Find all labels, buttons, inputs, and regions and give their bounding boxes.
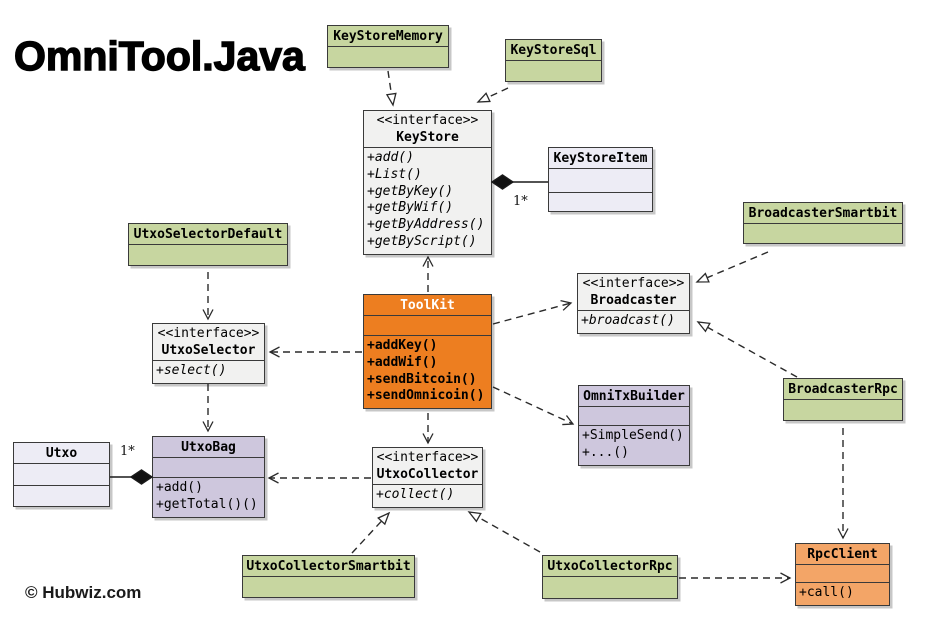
composition-diamond-icon	[129, 469, 154, 485]
class-box-broadcastersmartbit: BroadcasterSmartbit	[743, 202, 903, 244]
class-box-keystoreitem: KeyStoreItem	[548, 147, 653, 212]
class-name: UtxoCollectorSmartbit	[246, 559, 411, 574]
method-label: +broadcast()	[581, 313, 675, 328]
class-header: <<interface>> UtxoSelector	[153, 324, 264, 360]
methods-compartment: +collect()	[373, 484, 482, 507]
methods-compartment: +add() +List() +getByKey() +getByWif() +…	[364, 147, 491, 254]
method-label: +add()	[156, 480, 203, 495]
method-label: +getByKey()	[367, 183, 454, 199]
class-box-rpcclient: RpcClient +call()	[795, 543, 890, 606]
methods-compartment	[14, 485, 109, 506]
attributes-compartment	[129, 244, 287, 265]
class-name: OmniTxBuilder	[583, 389, 685, 404]
attributes-compartment	[328, 46, 448, 67]
class-name: KeyStore	[396, 130, 459, 145]
method-label: +List()	[367, 166, 422, 182]
class-box-utxobag: UtxoBag +add() +getTotal()()	[152, 436, 265, 518]
class-name: KeyStoreMemory	[333, 29, 443, 44]
attributes-compartment	[153, 457, 264, 477]
class-box-keystorememory: KeyStoreMemory	[327, 25, 449, 68]
method-label: +getTotal()()	[156, 496, 258, 512]
method-label: +select()	[156, 363, 227, 378]
method-label: +getByScript()	[367, 233, 477, 249]
class-box-utxocollectorsmartbit: UtxoCollectorSmartbit	[242, 555, 415, 598]
dependency-toolkit-broadcaster	[492, 300, 573, 325]
copyright-text: © Hubwiz.com	[25, 583, 142, 602]
class-header: <<interface>> UtxoCollector	[373, 448, 482, 484]
class-box-toolkit: ToolKit +addKey() +addWif() +sendBitcoin…	[363, 294, 492, 410]
class-name: BroadcasterRpc	[788, 382, 898, 397]
methods-compartment: +broadcast()	[578, 310, 689, 333]
class-name: RpcClient	[807, 547, 878, 562]
realization-utxocollectorsmartbit-utxocollector	[351, 511, 391, 554]
class-name: UtxoSelector	[161, 343, 256, 358]
class-name: Broadcaster	[590, 293, 677, 308]
stereotype-label: <<interface>>	[157, 326, 260, 341]
stereotype-label: <<interface>>	[582, 276, 685, 291]
composition-diamond-icon	[490, 174, 515, 190]
class-name: UtxoBag	[181, 440, 236, 455]
attributes-compartment	[543, 576, 677, 598]
class-box-broadcasterrpc: BroadcasterRpc	[783, 378, 903, 421]
methods-compartment	[549, 192, 652, 211]
method-label: +...()	[582, 444, 629, 460]
methods-compartment: +select()	[153, 360, 264, 383]
methods-compartment: +add() +getTotal()()	[153, 477, 264, 517]
class-name: UtxoCollector	[376, 467, 479, 482]
attributes-compartment	[744, 223, 902, 243]
method-label: +SimpleSend()	[582, 428, 684, 443]
class-header: <<interface>> KeyStore	[364, 111, 491, 147]
realization-broadcastersmartbit-broadcaster	[695, 251, 769, 283]
realization-utxocollectorrpc-utxocollector	[467, 511, 541, 553]
attributes-compartment	[549, 168, 652, 192]
class-name: ToolKit	[400, 298, 455, 313]
dependency-toolkit-omnitxbuilder	[492, 386, 575, 426]
realization-broadcasterrpc-broadcaster	[696, 321, 798, 378]
stereotype-label: <<interface>>	[376, 450, 479, 465]
method-label: +sendOmnicoin()	[367, 388, 485, 404]
attributes-compartment	[784, 399, 902, 420]
class-box-utxocollectorrpc: UtxoCollectorRpc	[542, 555, 678, 599]
class-box-utxo: Utxo	[13, 442, 110, 507]
realization-keystoresql-keystore	[476, 87, 509, 103]
method-label: +getByWif()	[367, 200, 454, 216]
methods-compartment: +addKey() +addWif() +sendBitcoin() +send…	[364, 335, 491, 408]
diagram-title: OmniTool.Java	[13, 32, 305, 79]
method-label: +addWif()	[367, 354, 438, 370]
methods-compartment: +call()	[796, 582, 889, 605]
attributes-compartment	[243, 576, 414, 597]
class-box-omnitxbuilder: OmniTxBuilder +SimpleSend() +...()	[578, 385, 690, 466]
class-box-utxoselectordefault: UtxoSelectorDefault	[128, 223, 288, 266]
method-label: +call()	[799, 585, 854, 600]
attributes-compartment	[364, 315, 491, 335]
realization-keystorememory-keystore	[385, 70, 397, 107]
method-label: +add()	[367, 150, 414, 165]
class-name: KeyStoreSql	[510, 43, 597, 58]
class-box-keystore: <<interface>> KeyStore +add() +List() +g…	[363, 110, 492, 255]
class-name: BroadcasterSmartbit	[748, 206, 898, 221]
class-name: KeyStoreItem	[553, 151, 648, 166]
attributes-compartment	[579, 406, 689, 425]
attributes-compartment	[14, 463, 109, 485]
method-label: +getByAddress()	[367, 217, 485, 233]
methods-compartment: +SimpleSend() +...()	[579, 425, 689, 465]
multiplicity-label: 1*	[120, 444, 135, 459]
class-box-keystoresql: KeyStoreSql	[505, 39, 602, 82]
class-box-utxoselector: <<interface>> UtxoSelector +select()	[152, 323, 265, 384]
class-name: UtxoCollectorRpc	[547, 559, 673, 574]
method-label: +collect()	[376, 487, 455, 502]
class-box-utxocollector: <<interface>> UtxoCollector +collect()	[372, 447, 483, 508]
method-label: +addKey()	[367, 338, 438, 353]
attributes-compartment	[796, 564, 889, 582]
class-header: <<interface>> Broadcaster	[578, 274, 689, 310]
class-name: UtxoSelectorDefault	[133, 227, 283, 242]
class-box-broadcaster: <<interface>> Broadcaster +broadcast()	[577, 273, 690, 334]
attributes-compartment	[506, 60, 601, 81]
multiplicity-label: 1*	[513, 194, 528, 209]
method-label: +sendBitcoin()	[367, 371, 477, 387]
stereotype-label: <<interface>>	[376, 113, 479, 128]
class-name: Utxo	[45, 446, 78, 461]
